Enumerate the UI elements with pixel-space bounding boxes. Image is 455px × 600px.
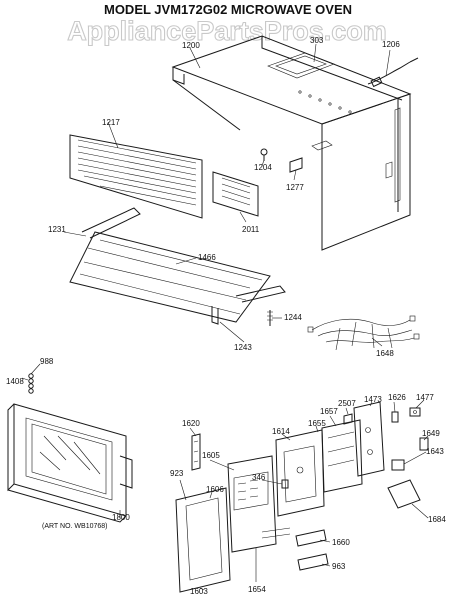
cover-plate	[387, 479, 421, 509]
outer-cabinet	[171, 35, 412, 251]
label-963: 963	[332, 562, 346, 571]
label-1277: 1277	[286, 183, 304, 192]
cabinet-holes	[298, 90, 352, 114]
small-bracket	[289, 157, 303, 173]
door-assembly	[7, 403, 133, 523]
label-2011: 2011	[242, 225, 260, 234]
label-1649: 1649	[422, 429, 440, 438]
circuit-board	[275, 429, 325, 517]
label-1648: 1648	[376, 349, 394, 358]
small-spring	[343, 413, 353, 425]
label-923: 923	[170, 469, 184, 478]
label-1244: 1244	[284, 313, 302, 322]
clip-part	[260, 148, 268, 161]
label-1603: 1603	[190, 587, 208, 596]
latch-parts	[28, 373, 34, 394]
mounting-clips	[295, 529, 329, 571]
watermark-text: AppliancePartsPros.com	[67, 16, 387, 46]
label-1626: 1626	[388, 393, 406, 402]
label-1217: 1217	[102, 118, 120, 127]
label-1643: 1643	[426, 447, 444, 456]
bottom-panel	[69, 207, 286, 325]
interlock-switch	[391, 407, 421, 423]
label-1620: 1620	[182, 419, 200, 428]
label-1655: 1655	[308, 419, 326, 428]
label-1473: 1473	[364, 395, 382, 404]
label-1657: 1657	[320, 407, 338, 416]
art-number: (ART NO. WB10768)	[42, 523, 108, 530]
monitor-switch	[391, 437, 429, 471]
label-1231: 1231	[48, 225, 66, 234]
label-1654: 1654	[248, 585, 266, 594]
label-303: 303	[310, 36, 324, 45]
label-1606: 1606	[206, 485, 224, 494]
label-1614: 1614	[272, 427, 290, 436]
label-1408: 1408	[6, 377, 24, 386]
label-1466: 1466	[198, 253, 216, 262]
label-1243: 1243	[234, 343, 252, 352]
label-1660: 1660	[332, 538, 350, 547]
label-1200: 1200	[182, 41, 200, 50]
label-1204: 1204	[254, 163, 272, 172]
label-1206: 1206	[382, 40, 400, 49]
label-1477: 1477	[416, 393, 434, 402]
door-latch-bracket	[191, 433, 201, 471]
switch-assembly	[353, 401, 385, 477]
label-1800: 1800	[112, 513, 130, 522]
label-346: 346	[252, 473, 266, 482]
screw	[267, 310, 273, 326]
label-1605: 1605	[202, 451, 220, 460]
vent-grille	[69, 134, 203, 219]
diagram-title: MODEL JVM172G02 MICROWAVE OVEN	[104, 2, 352, 17]
control-bracket	[321, 419, 363, 493]
label-1684: 1684	[428, 515, 446, 524]
label-2507: 2507	[338, 399, 356, 408]
choke-frame	[175, 487, 231, 593]
vent-plate	[212, 171, 259, 217]
control-panel	[227, 455, 291, 553]
power-cord	[367, 57, 419, 88]
part-labels: 1200 303 1206 1217 1204 1277 2011 1231 1…	[6, 36, 446, 596]
wire-harness	[307, 315, 420, 351]
label-988: 988	[40, 357, 54, 366]
leader-lines	[21, 43, 429, 591]
